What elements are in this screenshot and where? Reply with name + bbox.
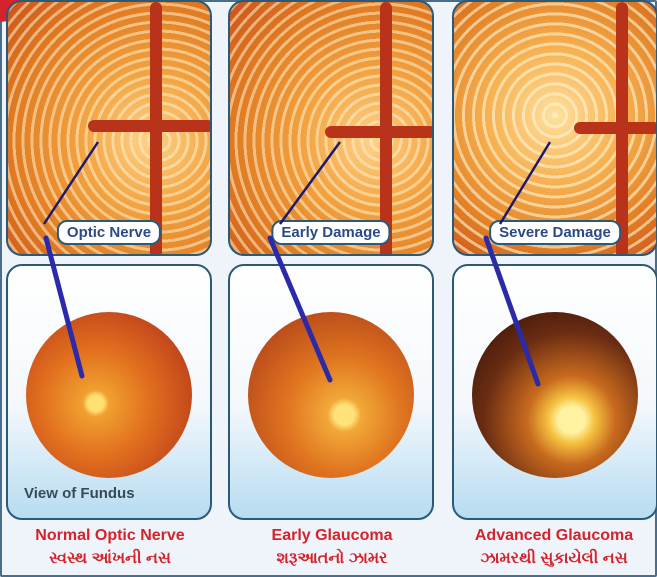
- optic-nerve-illustration-severe: Severe Damage: [452, 0, 657, 256]
- fundus-panel-advanced: [452, 264, 657, 520]
- fundus-panel-normal: View of Fundus: [6, 264, 212, 520]
- caption-advanced-gu: ઝામરથી સુકાયેલી નસ: [444, 547, 657, 570]
- caption-early-gu: શરૂઆતનો ઝામર: [222, 547, 442, 570]
- blood-vessel: [150, 2, 162, 256]
- fundus-image-advanced: [472, 312, 638, 478]
- caption-advanced-en: Advanced Glaucoma: [444, 524, 657, 547]
- fundus-caption: View of Fundus: [24, 485, 135, 502]
- fundus-image-normal: [26, 312, 192, 478]
- optic-nerve-label: Optic Nerve: [57, 220, 161, 245]
- severe-damage-label: Severe Damage: [489, 220, 621, 245]
- blood-vessel: [380, 2, 392, 256]
- caption-normal: Normal Optic Nerve સ્વસ્થ આંખની નસ: [0, 524, 220, 570]
- caption-advanced: Advanced Glaucoma ઝામરથી સુકાયેલી નસ: [444, 524, 657, 570]
- caption-normal-gu: સ્વસ્થ આંખની નસ: [0, 547, 220, 570]
- caption-normal-en: Normal Optic Nerve: [0, 524, 220, 547]
- blood-vessel: [616, 2, 628, 256]
- fundus-panel-early: [228, 264, 434, 520]
- caption-early: Early Glaucoma શરૂઆતનો ઝામર: [222, 524, 442, 570]
- caption-early-en: Early Glaucoma: [222, 524, 442, 547]
- optic-nerve-illustration-early: Early Damage: [228, 0, 434, 256]
- fundus-image-early: [248, 312, 414, 478]
- optic-nerve-illustration-normal: Optic Nerve: [6, 0, 212, 256]
- early-damage-label: Early Damage: [271, 220, 390, 245]
